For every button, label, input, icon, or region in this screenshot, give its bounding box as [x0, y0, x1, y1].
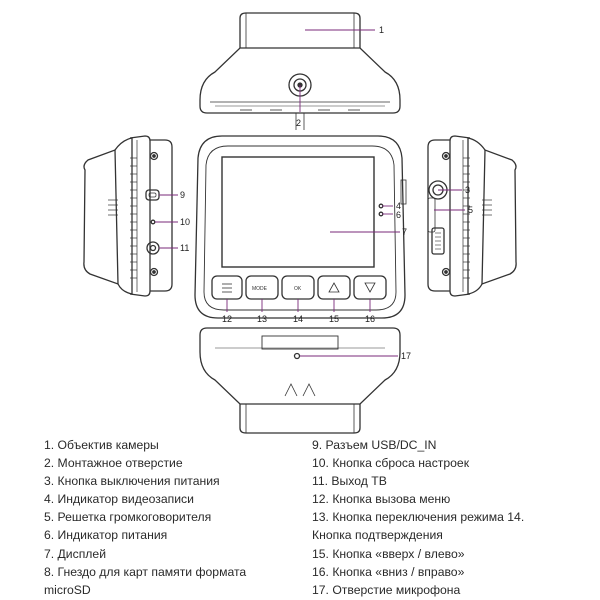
legend-item: 10. Кнопка сброса настроек [312, 456, 470, 471]
left-side-view [83, 135, 173, 297]
callout-9: 9 [180, 190, 185, 200]
legend-item: 8. Гнездо для карт памяти формата [44, 564, 247, 579]
up-button-shape [317, 275, 351, 300]
display-screen [221, 156, 375, 268]
microphone-hole [293, 352, 301, 360]
down-arrow-glyph [364, 282, 376, 293]
callout-6: 6 [396, 210, 401, 220]
legend-item: microSD [44, 582, 91, 597]
bottom-view [199, 327, 401, 434]
legend-item: 17. Отверстие микрофона [312, 582, 461, 597]
usb-port [145, 189, 160, 201]
legend-item: 9. Разъем USB/DC_IN [312, 438, 437, 452]
callout-11: 11 [180, 243, 189, 253]
legend-item: 3. Кнопка выключения питания [44, 474, 220, 489]
down-button-shape [353, 275, 387, 300]
callout-2: 2 [296, 118, 301, 128]
callout-4: 4 [396, 201, 401, 211]
microsd-slot [431, 227, 445, 255]
legend-item: 7. Дисплей [44, 546, 107, 561]
legend-item: 2. Монтажное отверстие [44, 456, 183, 471]
legend-right: 9. Разъем USB/DC_IN 10. Кнопка сброса на… [312, 436, 524, 599]
callout-12: 12 [222, 314, 232, 324]
callout-3: 3 [465, 185, 470, 195]
legend-left: 1. Объектив камеры 2. Монтажное отверсти… [44, 436, 246, 599]
right-side-view [427, 135, 517, 297]
tv-out-port [146, 241, 160, 255]
callout-5: 5 [468, 205, 473, 215]
legend-item: 4. Индикатор видеозаписи [44, 492, 194, 507]
legend-item: Кнопка подтверждения [312, 528, 443, 543]
legend-item: 13. Кнопка переключения режима 14. [312, 510, 525, 525]
speaker-grille [427, 197, 436, 233]
mode-button-label: MODE [252, 286, 268, 292]
legend-item: 6. Индикатор питания [44, 528, 168, 543]
legend-item: 16. Кнопка «вниз / вправо» [312, 564, 465, 579]
callout-1: 1 [379, 25, 384, 35]
up-arrow-glyph [328, 282, 340, 293]
legend-item: 11. Выход ТВ [312, 474, 387, 489]
legend-item: 5. Решетка громкоговорителя [44, 510, 212, 525]
callout-14: 14 [293, 314, 303, 324]
menu-button-shape [211, 275, 243, 300]
ok-button-label: OK [294, 286, 302, 292]
legend-item: 15. Кнопка «вверх / влево» [312, 546, 465, 561]
callout-13: 13 [257, 314, 267, 324]
leader-lines [155, 29, 465, 357]
callout-15: 15 [329, 314, 339, 324]
top-view [199, 12, 401, 130]
callout-numbers: 1 2 3 4 5 6 7 9 10 11 12 13 14 15 16 17 [180, 25, 473, 361]
callout-16: 16 [365, 314, 375, 324]
callout-7: 7 [402, 227, 407, 237]
menu-glyph [222, 283, 232, 293]
legend-item: 12. Кнопка вызова меню [312, 492, 451, 507]
reset-button [150, 219, 156, 225]
callout-10: 10 [180, 217, 190, 227]
callout-17: 17 [401, 351, 411, 361]
legend-item: 1. Объектив камеры [44, 438, 159, 452]
